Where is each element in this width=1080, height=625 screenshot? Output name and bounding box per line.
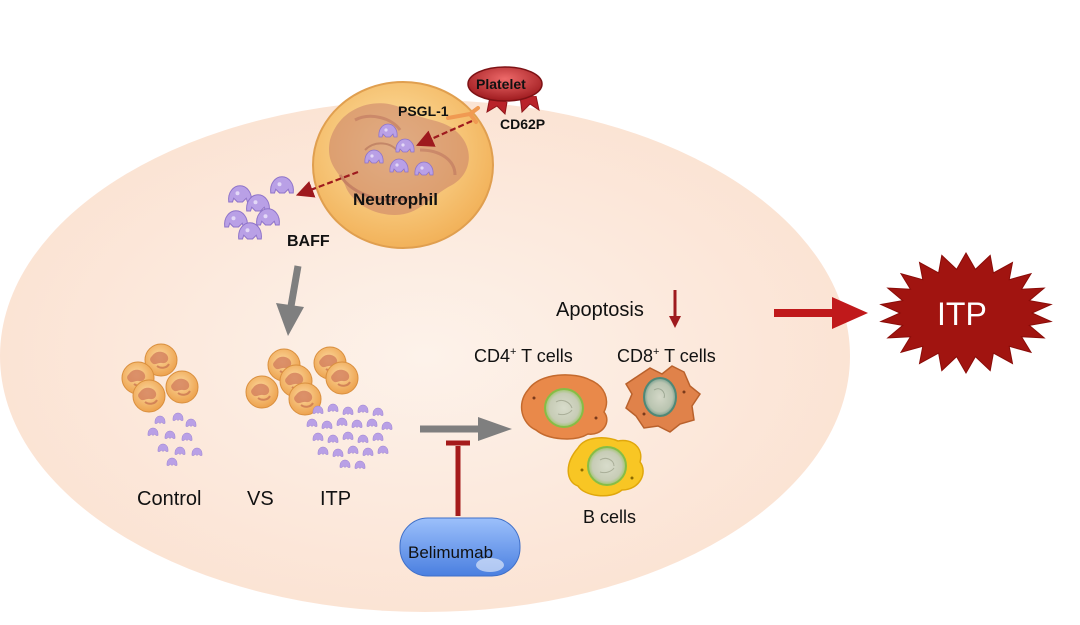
- b-cells-label: B cells: [583, 507, 636, 527]
- psgl1-label: PSGL-1: [398, 103, 449, 119]
- cd4-t-cells-label: CD4+ T cells: [474, 346, 573, 366]
- cd8-t-cells-label: CD8+ T cells: [617, 346, 716, 366]
- gray-arrow-down: [276, 265, 304, 336]
- apoptosis-down-arrow: [669, 290, 681, 328]
- control-label: Control: [137, 488, 201, 510]
- baff-label: BAFF: [287, 233, 330, 250]
- baff-secretion-arrow: [295, 170, 359, 198]
- inhibition-t-bar-icon: [446, 440, 470, 516]
- psgl1-receptor: [446, 106, 480, 124]
- itp-outcome-label: ITP: [937, 296, 987, 332]
- apoptosis-label: Apoptosis: [556, 299, 644, 321]
- belimumab-drug: [399, 517, 521, 577]
- b-cell-icon: [567, 437, 644, 497]
- platelet-label: Platelet: [476, 76, 526, 92]
- gray-arrow-right: [420, 417, 512, 441]
- neutrophil-label: Neutrophil: [353, 190, 438, 209]
- starburst-icon: [879, 251, 1053, 375]
- belimumab-label: Belimumab: [408, 543, 493, 562]
- itp-group-label: ITP: [320, 488, 351, 510]
- platelet-icon: [467, 66, 543, 116]
- cd8-t-cell-icon: [624, 365, 702, 433]
- platelet-to-neutrophil-arrow: [415, 119, 473, 147]
- cd4-t-cell-icon: [520, 374, 608, 440]
- cd62p-label: CD62P: [500, 116, 545, 132]
- outcome-arrow: [774, 297, 868, 329]
- vs-label: VS: [247, 488, 274, 510]
